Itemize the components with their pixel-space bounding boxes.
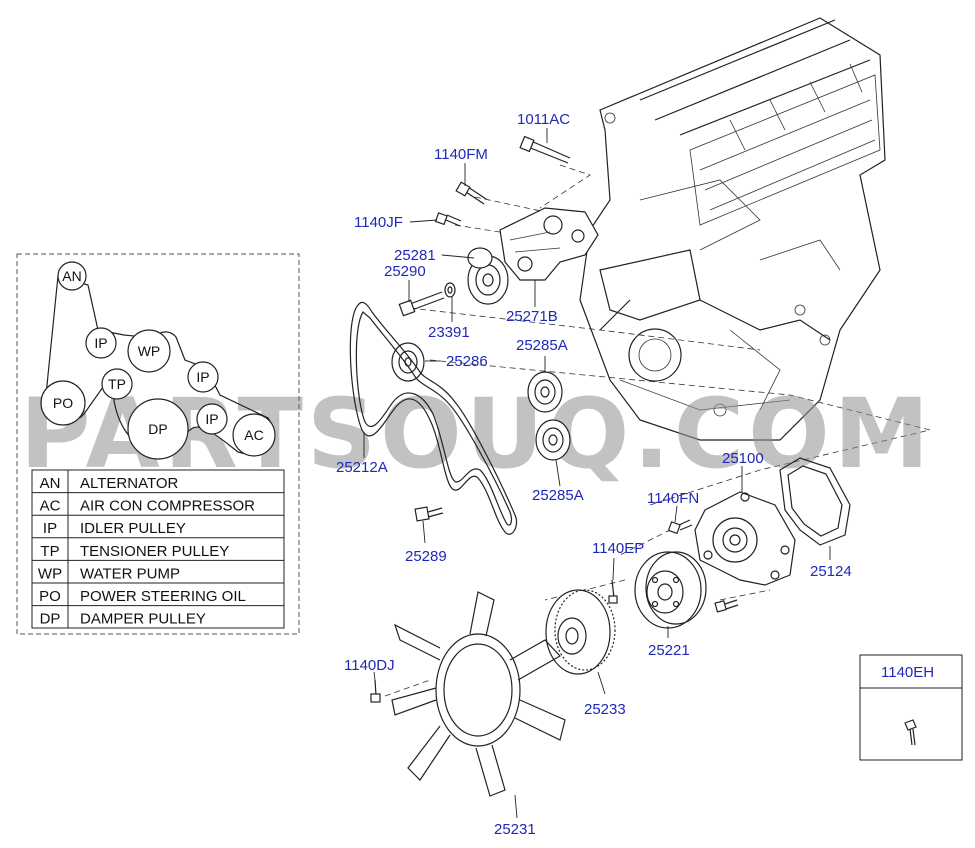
belt-routing-panel: AN IP WP IP TP PO DP IP AC AN ALTERNATOR… <box>16 253 300 635</box>
legend-code: AC <box>40 498 61 515</box>
pulley-PO <box>40 380 86 426</box>
part-label-25212A[interactable]: 25212A <box>336 459 388 476</box>
part-label-25124[interactable]: 25124 <box>810 563 852 580</box>
legend-name: DAMPER PULLEY <box>80 611 206 628</box>
pulley-label-AN: AN <box>62 268 81 284</box>
pulley-label-AC: AC <box>244 427 263 443</box>
bolt-25289-illustration <box>414 506 444 522</box>
legend-name: AIR CON COMPRESSOR <box>80 498 255 515</box>
cooling-fan-25231-illustration <box>391 591 566 797</box>
legend-code: PO <box>39 588 61 605</box>
tensioner-bracket-25271B-illustration <box>499 207 599 281</box>
legend-name: ALTERNATOR <box>80 475 179 492</box>
legend-table: AN ALTERNATOR AC AIR CON COMPRESSOR IP I… <box>31 469 285 629</box>
part-label-1011AC[interactable]: 1011AC <box>517 111 570 128</box>
part-label-25286[interactable]: 25286 <box>446 353 488 370</box>
inset-box-1140EH: 1140EH <box>859 654 963 761</box>
part-label-25290[interactable]: 25290 <box>384 263 426 280</box>
idler-pulley-25286-illustration <box>391 342 425 382</box>
inset-part-label-1140EH[interactable]: 1140EH <box>881 664 934 681</box>
belt-25212A-illustration <box>349 301 518 535</box>
pulley-AN <box>57 261 87 291</box>
tensioner-pulley-25281-illustration <box>467 247 509 305</box>
bolt-25290-illustration <box>398 291 445 317</box>
pump-pulley-25221-illustration <box>634 551 707 629</box>
part-label-25285A-bottom[interactable]: 25285A <box>532 487 584 504</box>
pulley-label-PO: PO <box>53 395 73 411</box>
pulley-IP-lower <box>196 403 228 435</box>
engine-block-illustration <box>579 17 886 441</box>
pulley-label-IP-lower: IP <box>205 411 218 427</box>
pulley-label-TP: TP <box>108 376 126 392</box>
pulley-TP <box>101 368 133 400</box>
part-label-1140EP[interactable]: 1140EP <box>592 540 644 557</box>
part-label-25281[interactable]: 25281 <box>394 247 436 264</box>
pulley-IP-right <box>187 361 219 393</box>
pulley-label-WP: WP <box>138 343 161 359</box>
pulley-label-IP-upper: IP <box>94 335 107 351</box>
part-label-1140FN[interactable]: 1140FN <box>647 490 699 507</box>
pulley-WP <box>127 329 171 373</box>
part-label-25271B[interactable]: 25271B <box>506 308 558 325</box>
pulley-label-IP-right: IP <box>196 369 209 385</box>
pulley-AC <box>232 413 276 457</box>
pulley-label-DP: DP <box>148 421 167 437</box>
bolt-1011AC-illustration <box>519 135 571 164</box>
bolt-1140EP-illustration <box>608 579 618 604</box>
bolt-1140FM-illustration <box>455 181 487 205</box>
fan-clutch-25233-illustration <box>545 589 616 675</box>
legend-code: DP <box>40 611 61 628</box>
part-label-25221[interactable]: 25221 <box>648 642 690 659</box>
legend-code: IP <box>43 520 57 537</box>
washer-23391-illustration <box>444 282 456 298</box>
water-pump-25100-illustration <box>694 491 796 586</box>
legend-name: POWER STEERING OIL <box>80 588 246 605</box>
bolt-1140FN-illustration <box>667 519 693 535</box>
part-label-25289[interactable]: 25289 <box>405 548 447 565</box>
part-label-25100[interactable]: 25100 <box>722 450 764 467</box>
part-labels: 1011AC 1140FM 1140JF 25281 25290 23391 2… <box>336 111 852 838</box>
bolt-1140EH-icon <box>904 719 917 746</box>
legend-code: WP <box>38 565 62 582</box>
legend-code: TP <box>40 543 59 560</box>
legend-name: WATER PUMP <box>80 565 180 582</box>
part-label-1140FM[interactable]: 1140FM <box>434 146 488 163</box>
pulley-DP <box>127 398 189 460</box>
leader-lines <box>363 128 831 819</box>
idler-pulley-25285A-bottom-illustration <box>535 419 571 461</box>
part-label-25231[interactable]: 25231 <box>494 821 536 838</box>
bolt-pump-lower-illustration <box>714 599 739 613</box>
pulley-IP-upper <box>85 327 117 359</box>
legend-name: IDLER PULLEY <box>80 520 186 537</box>
legend-code: AN <box>40 475 61 492</box>
part-label-1140JF[interactable]: 1140JF <box>354 214 403 231</box>
bolt-1140JF-illustration <box>434 212 462 227</box>
legend-name: TENSIONER PULLEY <box>80 543 229 560</box>
part-label-1140DJ[interactable]: 1140DJ <box>344 657 395 674</box>
part-label-23391[interactable]: 23391 <box>428 324 470 341</box>
idler-pulley-25285A-top-illustration <box>527 371 563 413</box>
part-label-25285A-top[interactable]: 25285A <box>516 337 568 354</box>
bolt-1140DJ-illustration <box>370 679 381 703</box>
part-label-25233[interactable]: 25233 <box>584 701 626 718</box>
gasket-25124-illustration <box>779 457 851 546</box>
